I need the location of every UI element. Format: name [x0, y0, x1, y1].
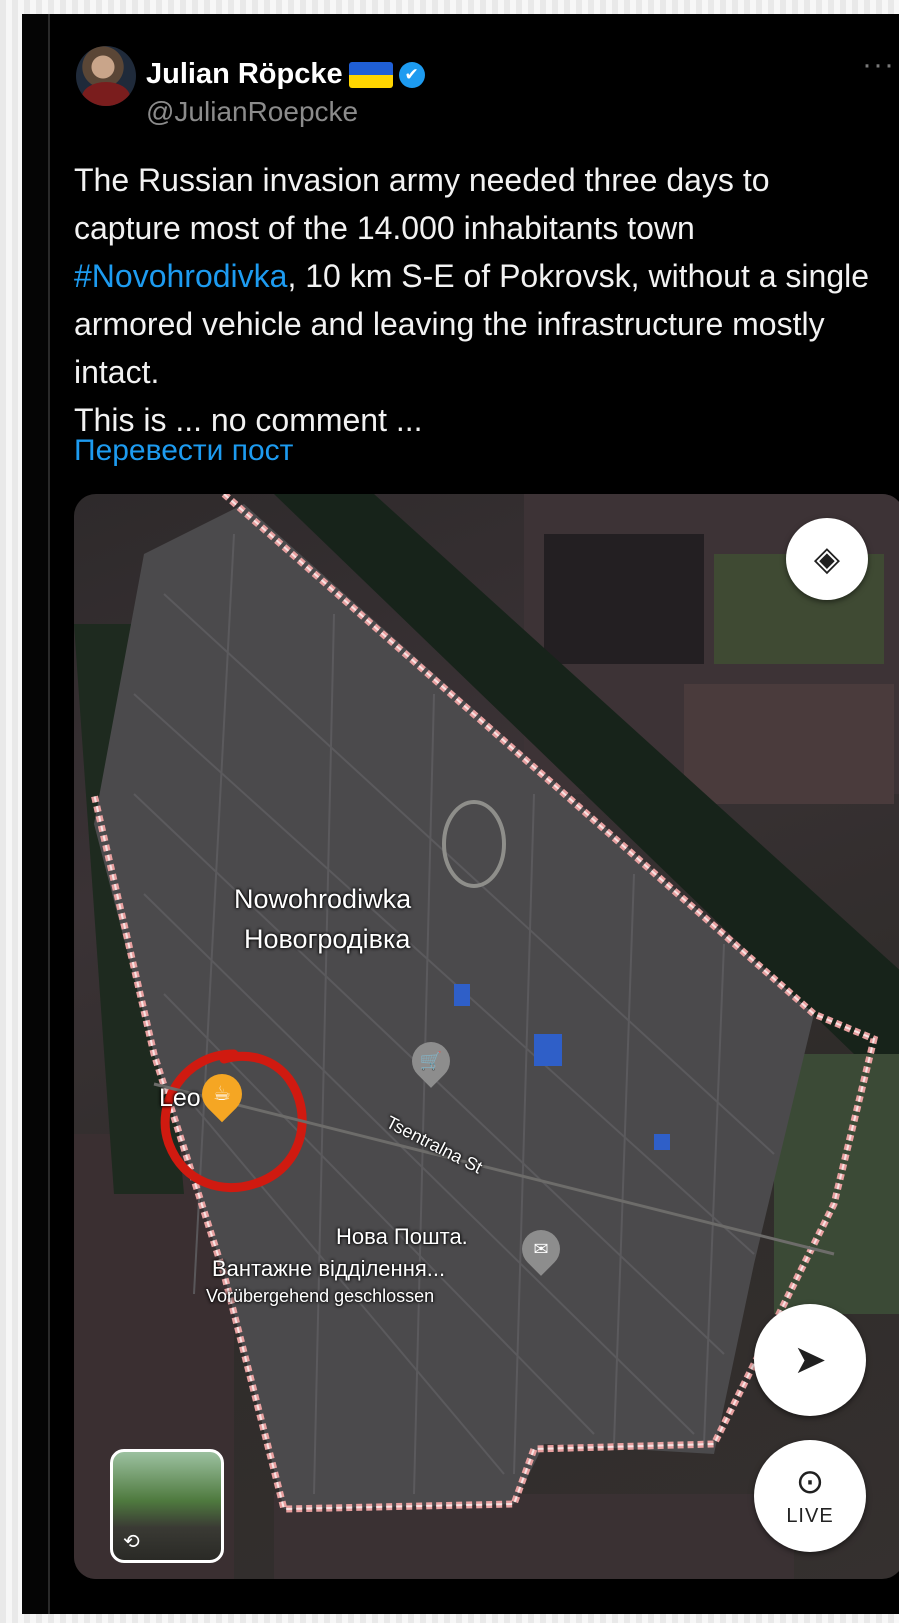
post-office-name[interactable]: Нова Пошта.	[336, 1224, 468, 1249]
satellite-map	[74, 494, 899, 1579]
translate-post-link[interactable]: Перевести пост	[74, 434, 294, 467]
town-boundary-highlight	[93, 494, 876, 1511]
shopping-cart-pin-icon[interactable]: 🛒	[404, 1034, 458, 1088]
building-roof	[534, 1034, 562, 1066]
more-options-icon[interactable]: ···	[862, 48, 895, 81]
post-office-branch[interactable]: Вантажне відділення...	[212, 1256, 446, 1281]
farmland-field	[544, 534, 704, 664]
town-label-latin: Nowohrodiwka	[234, 884, 412, 914]
street-view-thumbnail[interactable]: ⟲	[110, 1449, 224, 1563]
author-row: Julian Röpcke ✔	[146, 58, 425, 91]
stadium	[442, 800, 506, 888]
cafe-pin-icon[interactable]: ☕	[193, 1065, 251, 1123]
urban-area	[94, 504, 814, 1509]
building-roof	[654, 1134, 670, 1150]
author-handle[interactable]: @JulianRoepcke	[146, 96, 359, 127]
highlight-circle	[160, 1049, 307, 1193]
tweet-text: The Russian invasion army needed three d…	[74, 156, 874, 444]
mail-pin-icon[interactable]: ✉	[514, 1222, 568, 1276]
main-road	[153, 1082, 835, 1256]
tweet-text-part2: , 10 km S-E of Pokrovsk, without a singl…	[74, 258, 870, 390]
map-image[interactable]: Nowohrodiwka Новогродівка Leo ☕ 🛒 Tsentr…	[74, 494, 899, 1579]
tweet-card: Julian Röpcke ✔ @JulianRoepcke ··· The R…	[22, 14, 899, 1614]
hashtag-link[interactable]: #Novohrodivka	[74, 258, 288, 294]
verified-badge-icon: ✔	[398, 61, 425, 88]
farmland-field	[684, 684, 894, 804]
cafe-label[interactable]: Leo	[159, 1084, 201, 1112]
building-roof	[454, 984, 470, 1006]
layers-button[interactable]: ◈	[786, 518, 868, 600]
tweet-text-last-line: This is ... no comment ...	[74, 402, 423, 438]
live-label: LIVE	[786, 1504, 834, 1527]
live-location-icon: ⊙	[795, 1462, 825, 1501]
layers-icon: ◈	[813, 540, 841, 578]
street-grid	[133, 533, 775, 1495]
rotate-360-icon: ⟲	[123, 1531, 140, 1553]
my-location-button[interactable]: ➤	[754, 1304, 866, 1416]
tweet-text-part1: The Russian invasion army needed three d…	[74, 162, 770, 246]
town-label-cyrillic: Новогродівка	[244, 924, 411, 954]
live-view-button[interactable]: ⊙ LIVE	[754, 1440, 866, 1552]
post-office-status: Vorübergehend geschlossen	[206, 1286, 435, 1306]
tree-belt	[274, 494, 899, 1054]
thread-gutter	[22, 14, 50, 1614]
author-name[interactable]: Julian Röpcke	[146, 58, 343, 90]
ukraine-flag-icon	[348, 61, 393, 88]
navigation-arrow-icon: ➤	[793, 1338, 827, 1382]
avatar[interactable]	[76, 46, 136, 106]
